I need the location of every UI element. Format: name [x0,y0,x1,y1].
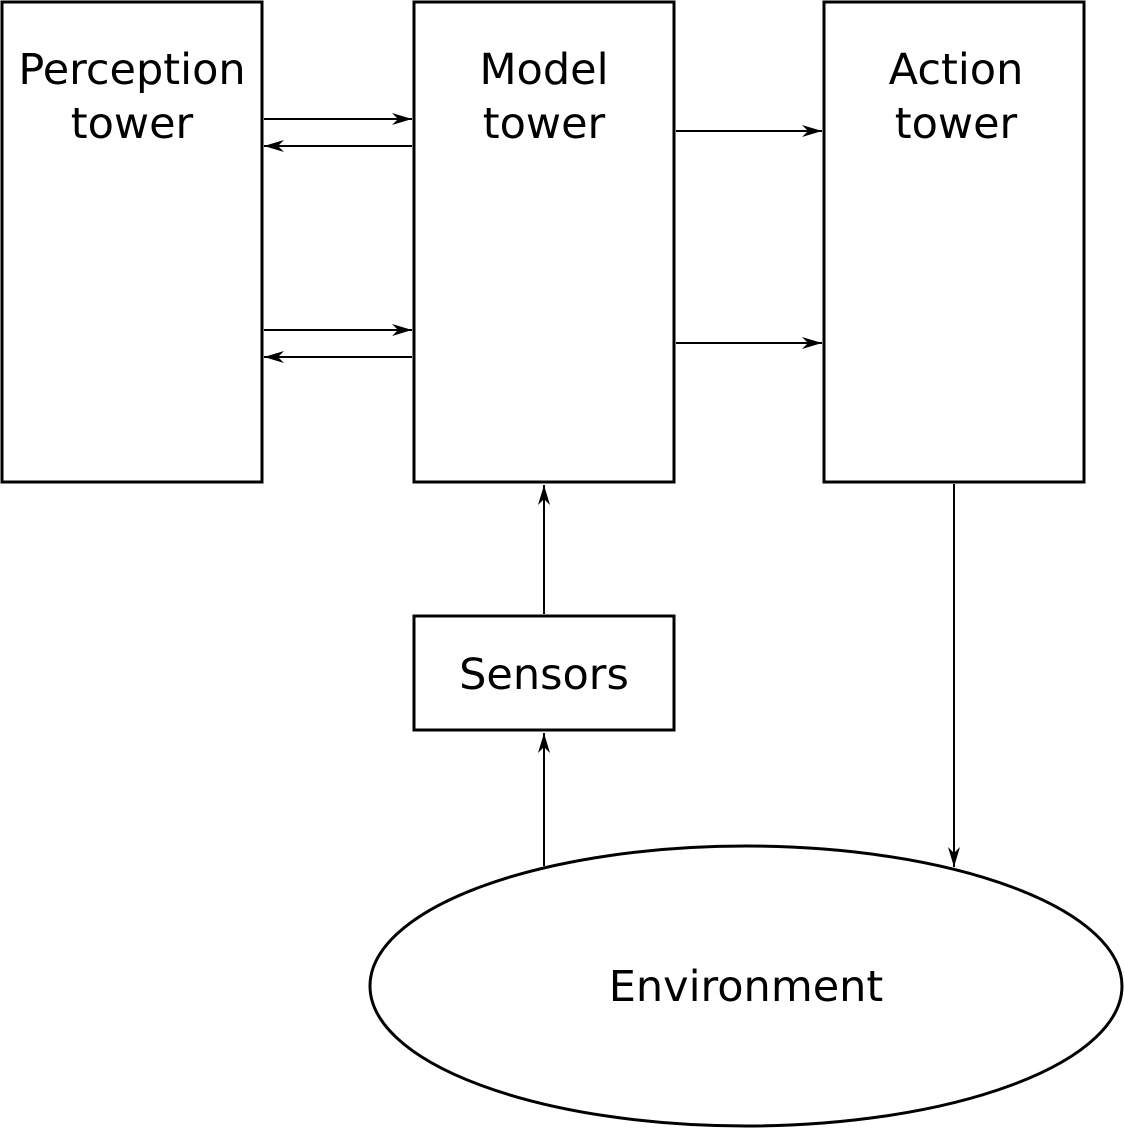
perception-tower-box [0,0,264,484]
perception-tower-label-line2: tower [71,99,194,149]
perception-tower-node: Perception tower [0,0,264,484]
environment-ellipse [368,844,1124,1128]
sensors-label: Sensors [459,650,629,700]
model-tower-label-line2: tower [483,99,606,149]
model-tower-node: Model tower [412,0,676,484]
action-tower-label-line1: Action [889,45,1024,95]
perception-tower-label-line1: Perception [18,45,245,95]
sensors-box [412,614,676,732]
action-tower-box [822,0,1086,484]
action-tower-label-line2: tower [895,99,1018,149]
sensors-node: Sensors [412,614,676,732]
environment-label: Environment [609,962,884,1012]
model-tower-box [412,0,676,484]
environment-node: Environment [368,844,1124,1128]
model-tower-label-line1: Model [479,45,608,95]
action-tower-node: Action tower [822,0,1086,484]
